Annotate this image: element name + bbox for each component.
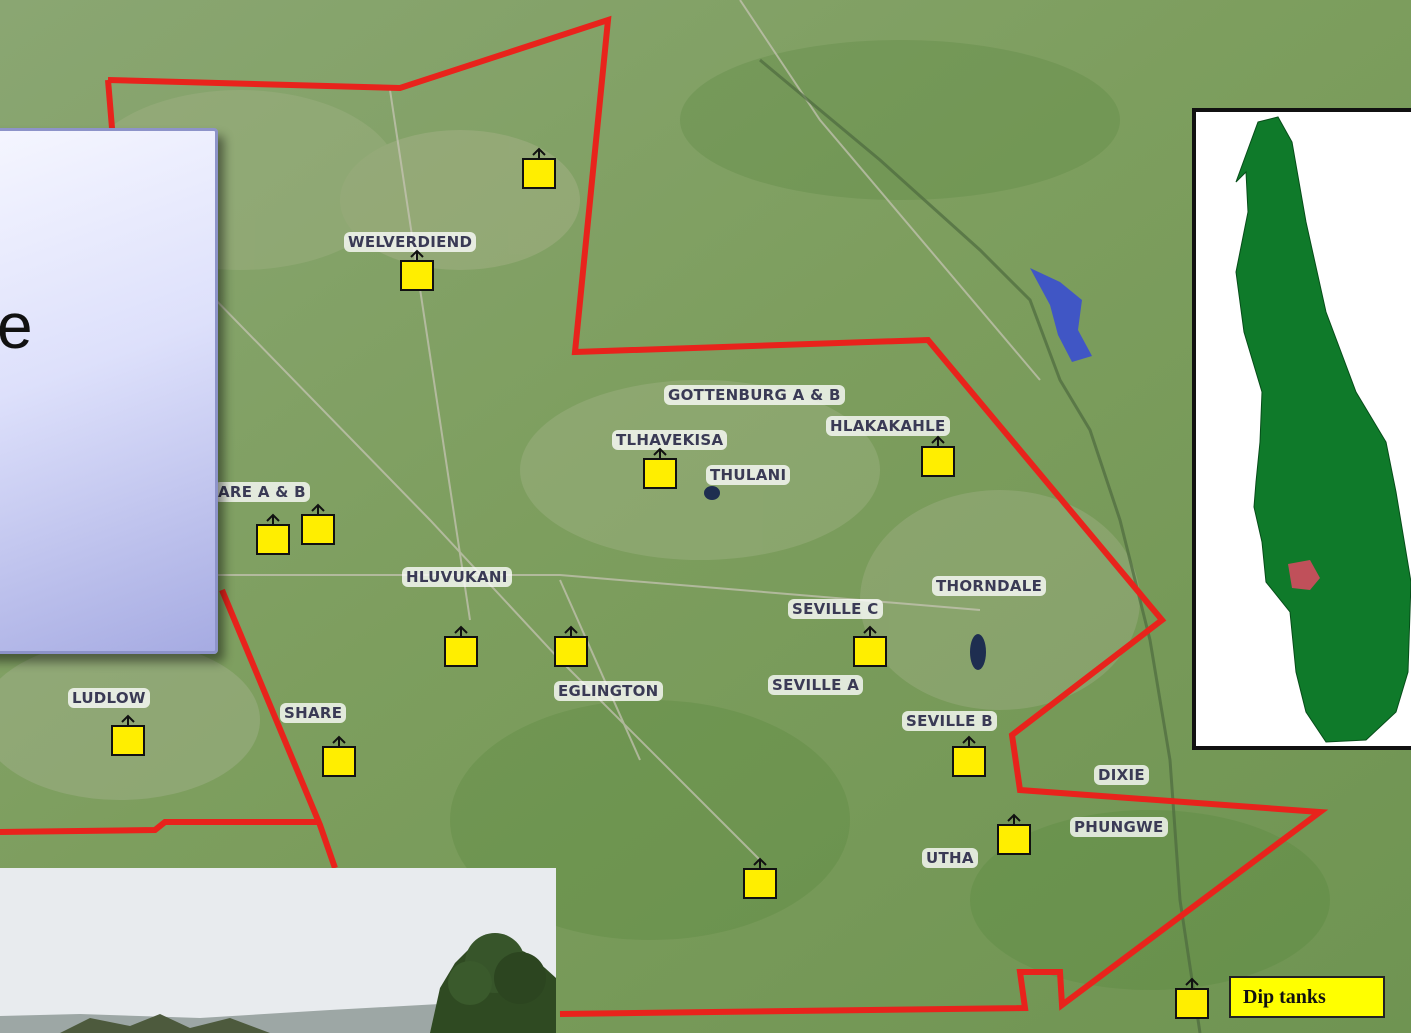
village-label: WELVERDIEND [344, 232, 477, 252]
village-label: THULANI [706, 465, 791, 485]
pond [970, 634, 986, 670]
dip-tank-icon [952, 735, 986, 777]
legend-dip-tanks: Dip tanks [1229, 976, 1385, 1018]
dip-tank-icon [997, 813, 1031, 855]
dip-tank-icon [400, 249, 434, 291]
dip-tank-icon [256, 513, 290, 555]
dip-tank-icon [554, 625, 588, 667]
village-label: HLAKAKAHLE [826, 416, 950, 436]
village-label: LUDLOW [68, 688, 150, 708]
dip-tank-icon [743, 857, 777, 899]
landscape-photo [0, 868, 556, 1033]
village-label: PHUNGWE [1070, 817, 1168, 837]
locator-inset-map [1192, 108, 1411, 750]
dip-tank-icon [643, 447, 677, 489]
title-panel: e [0, 128, 218, 654]
village-label: THORNDALE [932, 576, 1047, 596]
dip-tank-icon [111, 714, 145, 756]
pond [704, 486, 720, 500]
village-label: GOTTENBURG A & B [664, 385, 845, 405]
village-label: SEVILLE C [788, 599, 883, 619]
locator-region-shape [1235, 116, 1411, 743]
study-area-boundary [0, 819, 318, 835]
village-label: SEVILLE B [902, 711, 997, 731]
village-label: ARE A & B [214, 482, 310, 502]
village-label: TLHAVEKISA [612, 430, 728, 450]
dip-tank-icon [444, 625, 478, 667]
roads [59, 0, 1041, 861]
legend-label: Dip tanks [1243, 986, 1326, 1008]
dip-tank-icon [322, 735, 356, 777]
study-area-highlight [1288, 560, 1320, 590]
village-label: EGLINGTON [554, 681, 663, 701]
dam [1030, 268, 1092, 362]
dip-tank-icon [921, 435, 955, 477]
village-label: SHARE [280, 703, 347, 723]
study-area-boundary [107, 15, 1329, 1017]
dip-tank-icon [853, 625, 887, 667]
village-label: HLUVUKANI [402, 567, 512, 587]
dip-tank-icon [1175, 977, 1209, 1019]
village-label: SEVILLE A [768, 675, 864, 695]
dip-tank-icon [301, 503, 335, 545]
dip-tank-icon [522, 147, 556, 189]
village-label: UTHA [922, 848, 978, 868]
study-area-boundary [219, 588, 338, 869]
village-label: DIXIE [1094, 765, 1149, 785]
river [759, 58, 1202, 1033]
title-text-fragment: e [0, 290, 33, 362]
